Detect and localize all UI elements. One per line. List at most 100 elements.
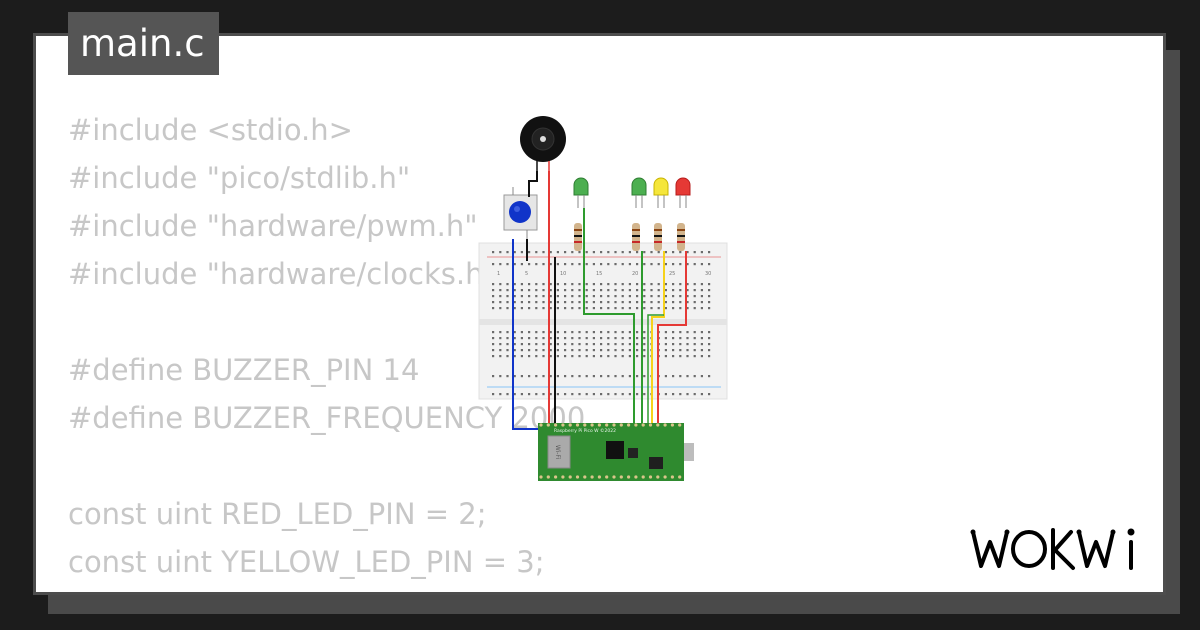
breadboard-hole — [549, 355, 552, 358]
breadboard-hole — [549, 349, 552, 352]
breadboard-hole — [621, 355, 624, 358]
breadboard-hole — [571, 355, 574, 358]
breadboard-hole — [679, 375, 682, 378]
breadboard-hole — [492, 349, 495, 352]
breadboard-hole — [700, 337, 703, 340]
breadboard-hole — [686, 295, 689, 298]
breadboard-hole — [643, 289, 646, 292]
breadboard-hole — [708, 263, 711, 266]
filename-tab[interactable]: main.c — [68, 12, 219, 75]
bb-number: 1 — [497, 271, 500, 277]
breadboard-hole — [585, 283, 588, 286]
breadboard-hole — [679, 301, 682, 304]
breadboard-hole — [499, 289, 502, 292]
breadboard-hole — [621, 337, 624, 340]
pico-pin — [539, 475, 543, 479]
breadboard-hole — [564, 349, 567, 352]
breadboard-hole — [679, 331, 682, 334]
breadboard-hole — [556, 349, 559, 352]
breadboard-hole — [556, 289, 559, 292]
breadboard-hole — [578, 283, 581, 286]
breadboard-hole — [578, 263, 581, 266]
push-button — [503, 187, 538, 239]
breadboard-hole — [657, 301, 660, 304]
breadboard-hole — [607, 349, 610, 352]
wokwi-logo — [967, 524, 1145, 578]
breadboard-hole — [535, 295, 538, 298]
breadboard-hole — [657, 263, 660, 266]
breadboard-hole — [650, 283, 653, 286]
breadboard-hole — [564, 263, 567, 266]
wokwi-logo-art — [970, 528, 1135, 570]
breadboard-hole — [549, 301, 552, 304]
breadboard-hole — [672, 289, 675, 292]
breadboard-hole — [664, 307, 667, 310]
breadboard-hole — [679, 343, 682, 346]
breadboard-hole — [506, 393, 509, 396]
breadboard-hole — [693, 343, 696, 346]
code-line: #include <stdio.h> — [68, 113, 353, 147]
breadboard-hole — [542, 355, 545, 358]
breadboard-hole — [650, 301, 653, 304]
breadboard-hole — [592, 301, 595, 304]
breadboard-hole — [571, 301, 574, 304]
breadboard-hole — [672, 301, 675, 304]
breadboard-hole — [700, 349, 703, 352]
breadboard-hole — [636, 343, 639, 346]
breadboard-hole — [513, 375, 516, 378]
breadboard-hole — [585, 343, 588, 346]
breadboard-hole — [607, 393, 610, 396]
breadboard-hole — [664, 283, 667, 286]
breadboard-hole — [564, 289, 567, 292]
breadboard-hole — [672, 337, 675, 340]
breadboard-hole — [513, 349, 516, 352]
breadboard-hole — [621, 289, 624, 292]
pico-pin — [583, 423, 587, 427]
breadboard-hole — [535, 343, 538, 346]
breadboard-hole — [499, 307, 502, 310]
breadboard-hole — [600, 283, 603, 286]
code-line: #define BUZZER_PIN 14 — [68, 353, 420, 387]
breadboard-hole — [535, 251, 538, 254]
breadboard-hole — [520, 283, 523, 286]
pico-pin — [627, 475, 631, 479]
breadboard-hole — [700, 307, 703, 310]
bb-number: 20 — [632, 271, 638, 277]
breadboard-hole — [664, 343, 667, 346]
breadboard-hole — [664, 263, 667, 266]
breadboard-hole — [643, 343, 646, 346]
breadboard-hole — [499, 393, 502, 396]
breadboard-hole — [571, 263, 574, 266]
breadboard-hole — [513, 337, 516, 340]
breadboard-hole — [600, 289, 603, 292]
breadboard-hole — [564, 337, 567, 340]
breadboard-hole — [506, 349, 509, 352]
breadboard-hole — [643, 331, 646, 334]
breadboard-hole — [686, 349, 689, 352]
breadboard-hole — [506, 375, 509, 378]
pico-pin — [670, 423, 675, 427]
breadboard-hole — [578, 375, 581, 378]
breadboard-hole — [585, 393, 588, 396]
breadboard-hole — [513, 283, 516, 286]
breadboard-hole — [571, 349, 574, 352]
code-view: #include <stdio.h> #include "pico/stdlib… — [68, 106, 585, 592]
breadboard: 1 5 10 15 20 25 30 — [478, 242, 728, 400]
breadboard-hole — [693, 337, 696, 340]
breadboard-hole — [578, 289, 581, 292]
pico-pin — [539, 423, 543, 427]
breadboard-hole — [621, 251, 624, 254]
breadboard-hole — [650, 251, 653, 254]
pico-pins — [539, 423, 682, 479]
wires — [512, 171, 687, 430]
pico-pin — [678, 475, 682, 479]
breadboard-hole — [556, 251, 559, 254]
breadboard-hole — [578, 393, 581, 396]
bb-number: 30 — [705, 271, 711, 277]
breadboard-hole — [513, 393, 516, 396]
breadboard-hole — [621, 375, 624, 378]
breadboard-hole — [628, 331, 631, 334]
breadboard-hole — [708, 283, 711, 286]
resistors — [574, 223, 685, 251]
breadboard-hole — [614, 295, 617, 298]
